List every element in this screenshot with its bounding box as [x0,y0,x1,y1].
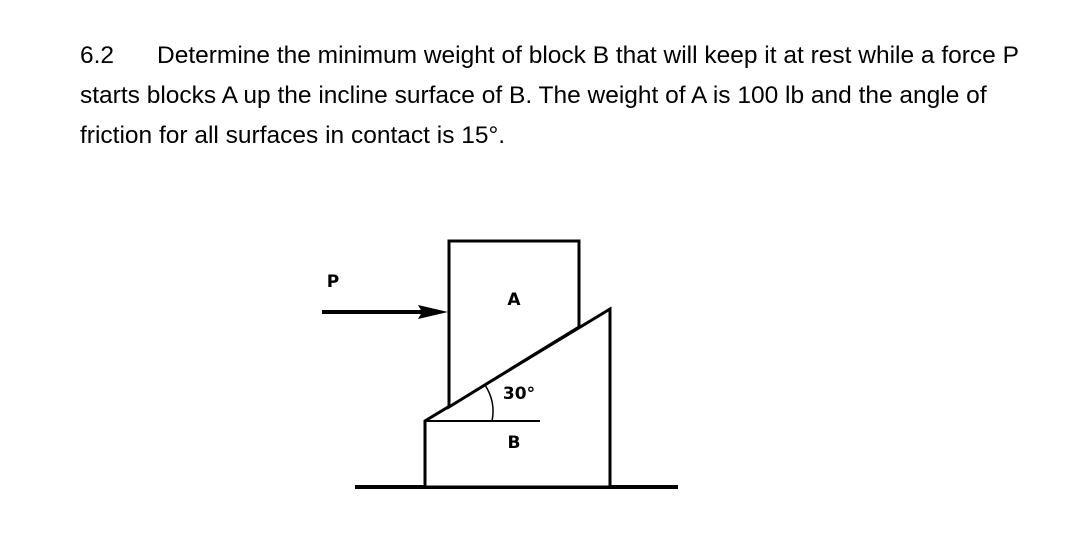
block-a-label: A [507,290,521,310]
angle-arc [484,384,494,422]
block-b-label: B [508,433,521,453]
force-p-label: P [327,272,339,292]
angle-label: 30° [503,384,535,404]
incline-blocks-figure: P A 30° B [322,239,678,489]
problem-text: Determine the minimum weight of block B … [80,42,1019,149]
problem-number: 6.2 [80,42,115,69]
force-p-arrowhead [418,305,448,319]
block-a [447,239,581,410]
block-b-wedge [423,306,612,489]
